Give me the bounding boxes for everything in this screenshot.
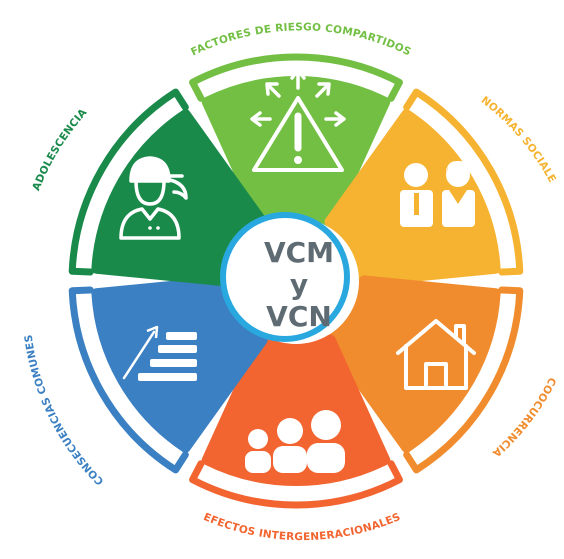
house-icon (396, 319, 476, 390)
bracket-adolescencia (68, 88, 189, 276)
bracket-efectos (189, 460, 403, 509)
bracket-factores (189, 53, 403, 102)
two-people-icon (400, 160, 475, 227)
label-adolescencia: ADOLESCENCIA (30, 106, 90, 192)
label-factores-de-riesgo: FACTORES DE RIESGO COMPARTIDOS (189, 21, 413, 58)
adolescent-icon (119, 156, 188, 240)
warning-arrows-icon (250, 68, 346, 172)
center-title-line1: VCM (264, 236, 334, 269)
label-consecuencias-comunes: CONSECUENCIAS COMUNES (23, 334, 107, 488)
stack-arrow-icon (122, 325, 197, 381)
bracket-normas (403, 88, 524, 276)
bracket-coocurrencia (403, 286, 524, 474)
center-title-line2: y (290, 268, 308, 301)
label-efectos-intergeneracionales: EFECTOS INTERGENERACIONALES (202, 511, 403, 543)
family-icon (245, 410, 345, 473)
label-coocurrencia: COOCURRENCIA (489, 375, 558, 459)
bracket-consecuencias (68, 286, 189, 474)
center-title-line3: VCN (266, 300, 332, 333)
outer-bracket-arcs (68, 53, 524, 509)
center-circle (220, 212, 350, 342)
wedge-coocurrencia (324, 275, 501, 453)
